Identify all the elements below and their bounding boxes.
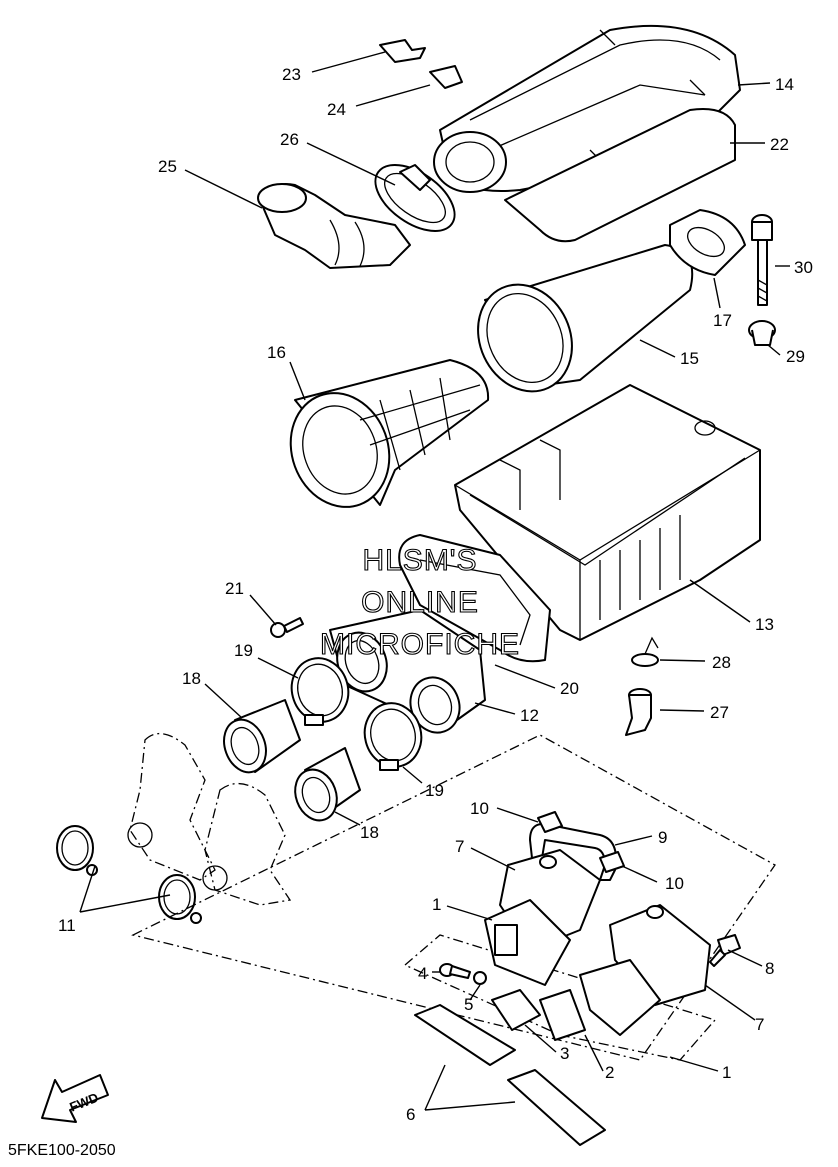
clip-part-24[interactable] [429,65,463,89]
watermark: HLSM'S ONLINE MICROFICHE [319,543,520,661]
drain-cap-part-27[interactable] [625,688,652,736]
bolt-part-30[interactable] [751,214,773,306]
callout-19b: 19 [425,781,444,800]
joint-band-part-26[interactable] [364,152,466,245]
callout-labels: 23 24 14 26 22 25 30 17 15 29 16 13 21 2… [58,65,813,1124]
reed-plate-part-3[interactable] [491,989,586,1041]
callout-10: 10 [470,799,489,818]
watermark-line-1: HLSM'S [362,544,477,577]
callout-leaders [79,51,790,1111]
watermark-line-3: MICROFICHE [320,628,520,661]
airbox-part-13[interactable] [454,384,761,641]
callout-8: 8 [765,959,774,978]
callout-3: 3 [560,1044,569,1063]
intake-joint-part-18[interactable] [217,699,301,778]
callout-27: 27 [710,703,729,722]
hose-clip-part-10b[interactable] [599,851,625,873]
reed-valve-part-2[interactable] [579,959,661,1036]
reed-gasket-part-6[interactable] [414,1004,606,1146]
callout-1b: 1 [722,1063,731,1082]
hose-clamp-part-11[interactable] [56,825,98,876]
callout-19: 19 [234,641,253,660]
reed-valve-part-1[interactable] [484,899,571,986]
bolt-part-8[interactable] [709,934,741,967]
callout-11: 11 [58,916,76,935]
fwd-arrow-icon: FWD [41,1074,109,1123]
callout-13: 13 [755,615,774,634]
grommet-part-17[interactable] [669,209,746,276]
callout-24: 24 [327,100,346,119]
air-joint-part-25[interactable] [257,183,411,269]
filter-element-part-15[interactable] [461,244,694,407]
cover-gasket-part-22[interactable] [504,108,736,243]
callout-5: 5 [464,995,473,1014]
callout-22: 22 [770,135,789,154]
grommet-part-29[interactable] [748,320,776,346]
watermark-line-2: ONLINE [361,586,479,619]
callout-6: 6 [406,1105,415,1124]
gasket-part-20[interactable] [398,534,551,663]
screw-part-21[interactable] [270,617,304,638]
reed-valve-group-outline [403,934,717,1061]
washer-part-5[interactable] [473,971,487,985]
callout-14: 14 [775,75,794,94]
hose-clip-part-10[interactable] [537,811,563,833]
callout-12: 12 [520,706,539,725]
callout-23: 23 [282,65,301,84]
hose-clamp-part-11b[interactable] [158,874,202,924]
clamp-part-19b[interactable] [358,697,429,773]
callout-7b: 7 [755,1015,764,1034]
filter-frame-part-16[interactable] [275,359,490,521]
callout-15: 15 [680,349,699,368]
callout-30: 30 [794,258,813,277]
diagram-code: 5FKE100-2050 [8,1142,116,1159]
clip-part-23[interactable] [379,39,426,63]
callout-9: 9 [658,828,667,847]
intake-joint-part-18b[interactable] [288,747,361,826]
carburetor-outline [127,733,292,906]
callout-20: 20 [560,679,579,698]
callout-26: 26 [280,130,299,149]
callout-17: 17 [713,311,732,330]
clamp-part-19[interactable] [285,652,356,728]
callout-18: 18 [182,669,201,688]
callout-16: 16 [267,343,286,362]
callout-25: 25 [158,157,177,176]
callout-10b: 10 [665,874,684,893]
carburetor-joint-part-12[interactable] [329,609,486,740]
assembly-group-outline [131,734,776,1061]
screw-part-4[interactable] [439,963,471,979]
callout-29: 29 [786,347,805,366]
callout-21: 21 [225,579,244,598]
callout-18b: 18 [360,823,379,842]
clip-part-28[interactable] [631,636,659,667]
callout-2: 2 [605,1063,614,1082]
callout-28: 28 [712,653,731,672]
callout-7: 7 [455,837,464,856]
callout-4: 4 [418,964,427,983]
callout-1: 1 [432,895,441,914]
